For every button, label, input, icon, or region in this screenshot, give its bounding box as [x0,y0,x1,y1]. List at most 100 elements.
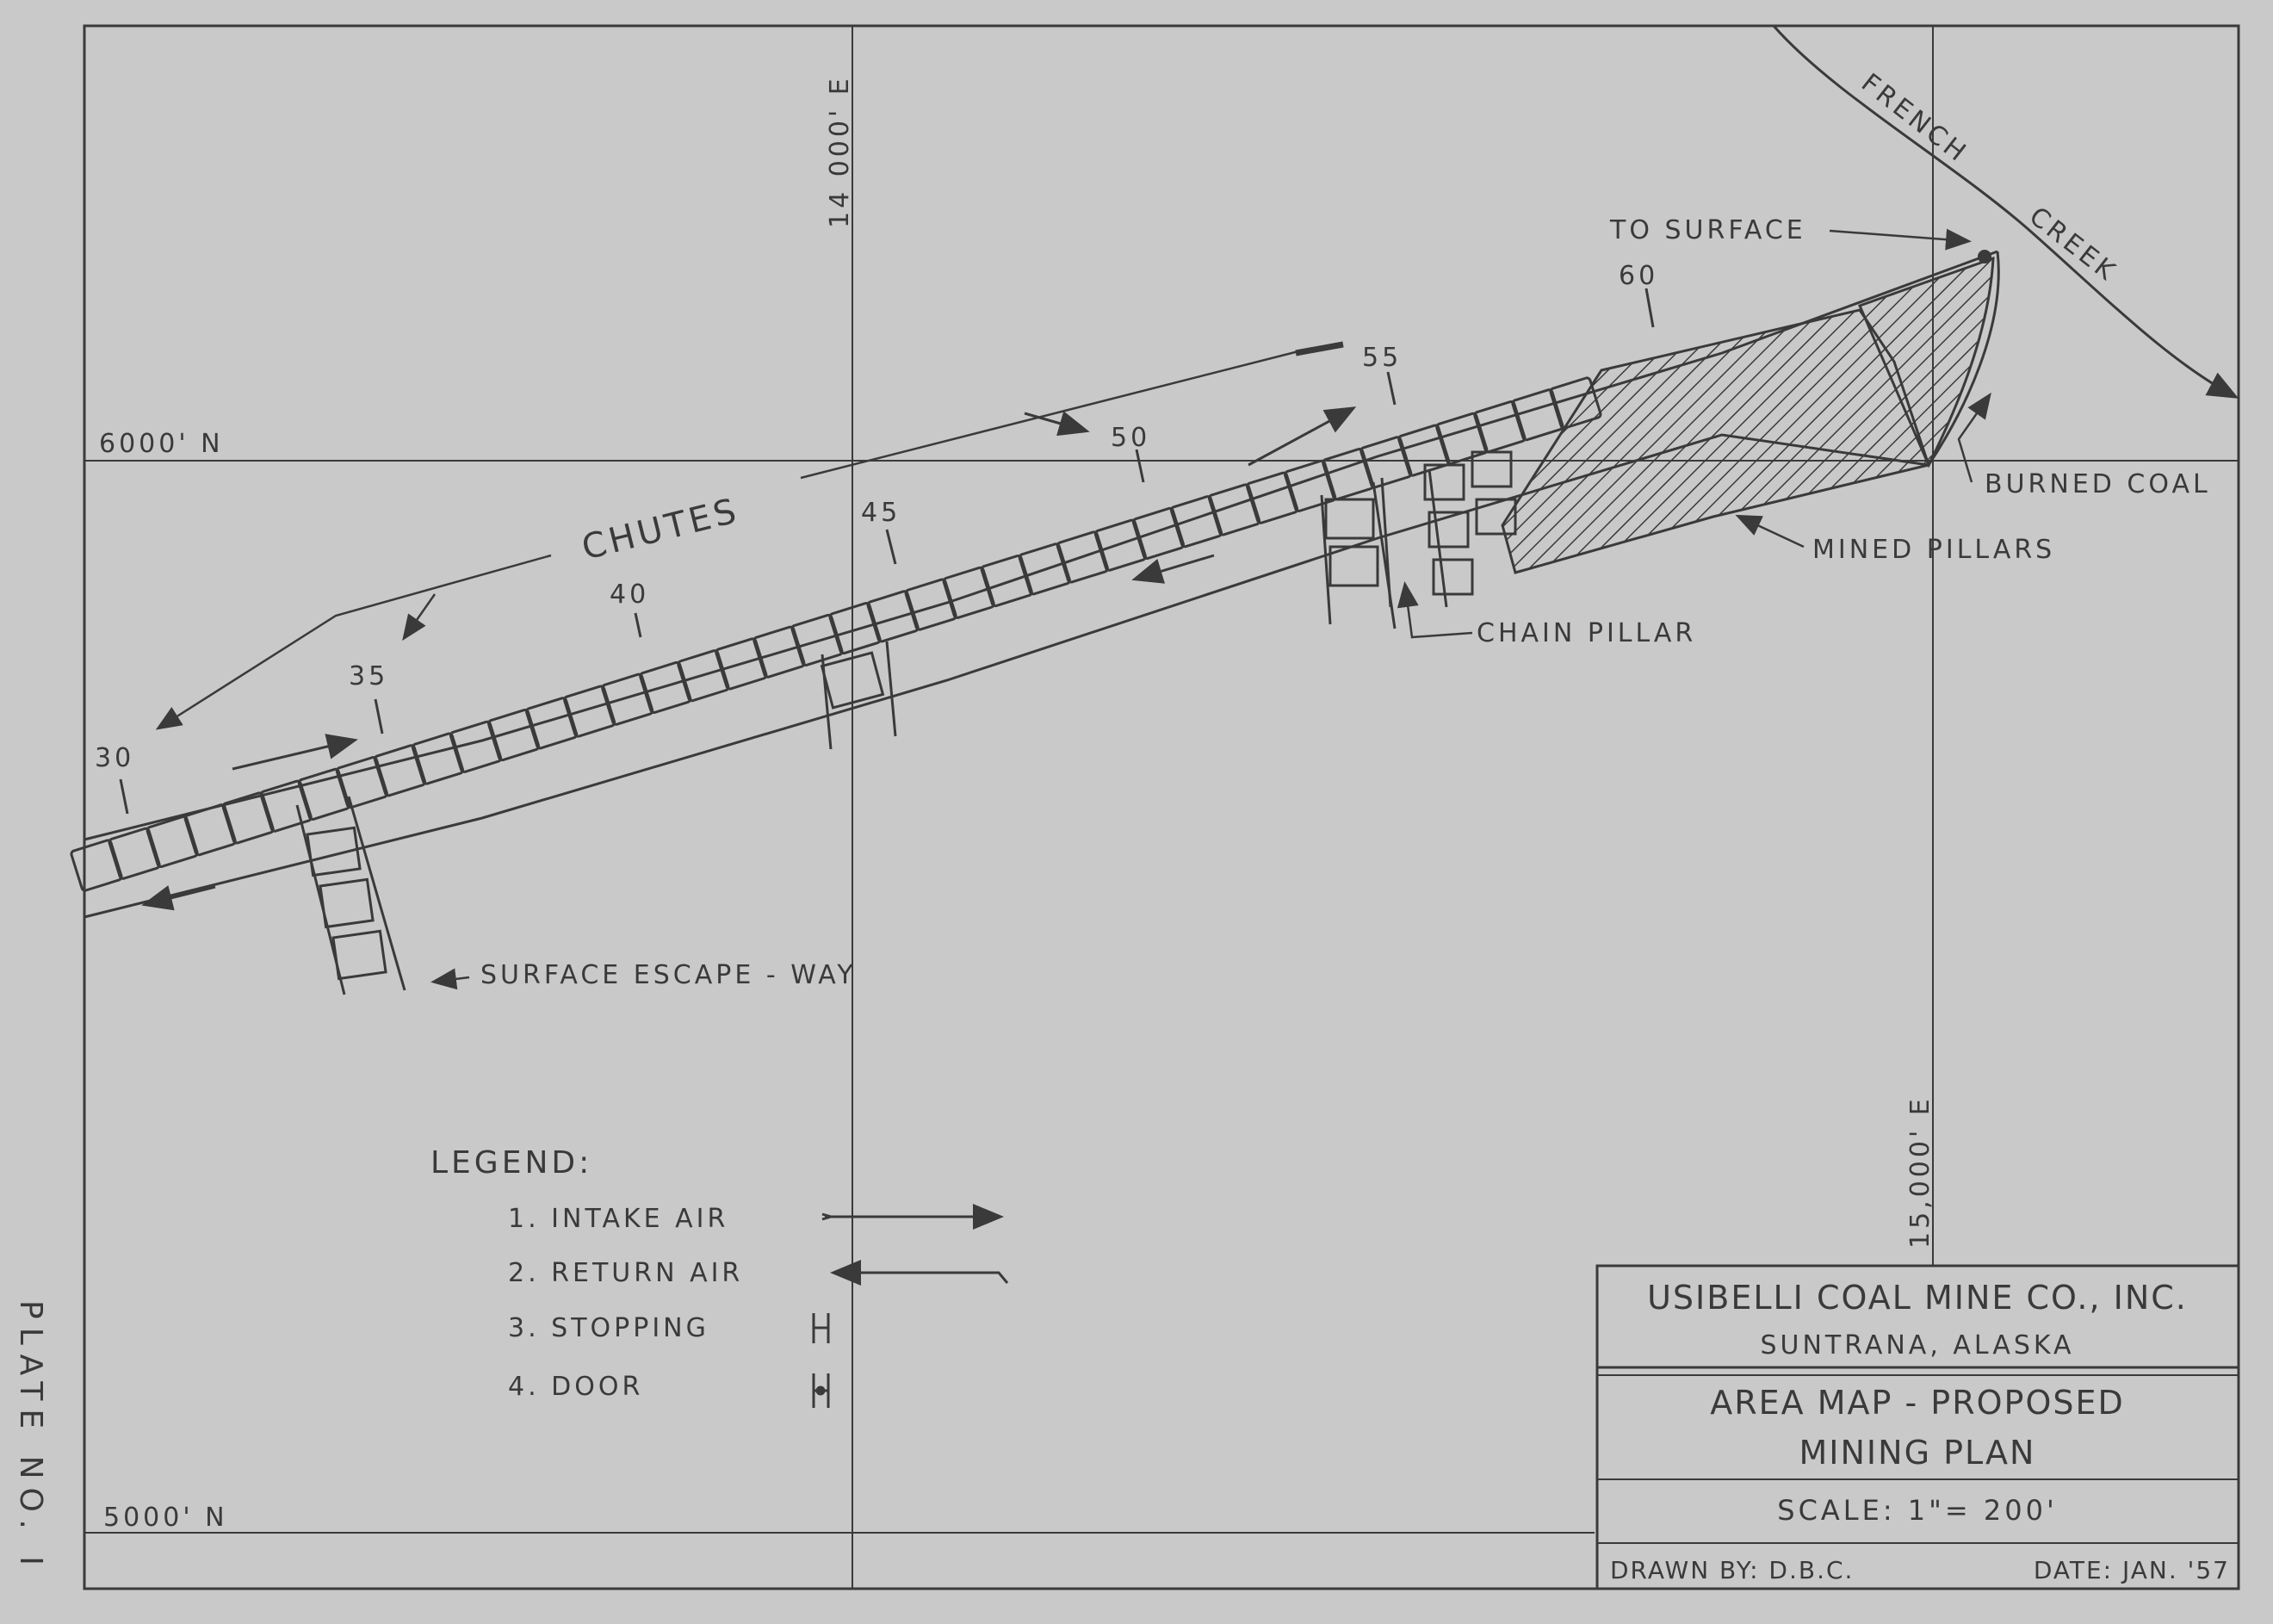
legend-title: LEGEND: [430,1145,592,1181]
chute-label-35: 35 [349,661,388,691]
grid-label-14000e: 14 000' E [825,75,855,228]
burned-coal-label: BURNED COAL [1985,469,2211,499]
chute-label-30: 30 [95,743,134,773]
escape-way-leader [430,968,470,990]
chain-pillar-leader [1397,581,1473,639]
escape-pillar-3 [331,929,387,981]
coal-pillar [753,625,806,679]
coal-pillar [639,660,692,715]
coal-pillar [1246,471,1299,524]
legend: LEGEND: 1. INTAKE AIR 2. RETURN AIR 3. S… [430,1145,1007,1408]
chute-label-45: 45 [861,498,901,528]
mined-pillars-area [1501,308,1930,574]
coal-pillar [1511,388,1564,442]
coal-pillar [411,732,465,785]
coal-pillar [335,756,388,809]
return-arrow-2 [1131,554,1215,584]
inner-pillar-5 [1475,498,1517,536]
coal-pillar [1093,518,1147,572]
legend-item-door: 4. DOOR [508,1372,643,1402]
title-block-frame [1595,1264,2240,1590]
chutes-leaders [155,347,1310,730]
pillar-row [70,376,1602,892]
mined-pillars-label: MINED PILLARS [1812,535,2055,565]
coal-pillar [828,602,882,655]
return-air-arrow-icon [830,1260,1009,1286]
chute-tick-45 [885,529,897,565]
chain-pillar-entry [1372,468,1448,629]
grid-label-15000e: 15,000' E [1905,1095,1935,1249]
title-line-1: AREA MAP - PROPOSED [1710,1384,2125,1422]
grid-label-5000n: 5000' N [103,1503,228,1533]
title-company: USIBELLI COAL MINE CO., INC. [1647,1279,2188,1317]
coal-pillar [1169,495,1223,549]
title-drawn-by: DRAWN BY: D.B.C. [1610,1556,1854,1584]
chute-tick-60 [1644,288,1655,328]
chute-markers [119,288,1655,815]
inner-pillar-1 [1423,463,1465,501]
chute-label-60: 60 [1619,261,1658,291]
intake-arrow-3 [1248,406,1357,467]
coal-pillar [1207,483,1261,536]
intake-arrow-2 [1024,411,1090,437]
coal-pillar [1131,506,1185,561]
chute-tick-40 [634,612,642,638]
coal-pillar [183,803,237,857]
french-creek [1772,25,2239,399]
map-border [83,24,2240,1590]
title-line-2: MINING PLAN [1799,1434,2036,1472]
coal-pillar [980,554,1033,608]
escape-pillar-1 [306,826,362,877]
chute-tick-35 [374,698,384,735]
chute-tick-55 [1386,371,1397,406]
title-location: SUNTRANA, ALASKA [1760,1330,2074,1361]
intake-arrow-1 [232,734,358,771]
chutes-label: CHUTES [578,491,743,568]
coal-pillar [1322,448,1375,501]
to-surface-leader [1829,228,1972,251]
main-entry-face [1927,251,2000,466]
crosscut-55-pillar-1 [1324,498,1375,540]
coal-pillar [259,779,313,833]
coal-pillar [601,673,654,726]
legend-item-stopping: 3. STOPPING [508,1313,709,1343]
crosscut-45-pillar [820,651,885,710]
french-creek-label-1: FRENCH [1855,68,1973,170]
inner-pillar-3 [1432,558,1474,596]
feature-leaders [430,228,1991,990]
title-scale: SCALE: 1"= 200' [1777,1494,2057,1527]
chutes-leader-left [155,554,552,730]
chute-tick-30 [119,778,129,815]
crosscut-55-pillar-2 [1328,545,1379,587]
airflow-arrows [141,341,1357,911]
escape-pillar-2 [319,877,375,929]
coal-pillar [677,649,730,703]
coal-pillar [866,590,920,643]
chutes-leader-right [800,347,1310,480]
chute-tick-50 [1135,449,1145,483]
title-date: DATE: JAN. '57 [2034,1556,2230,1584]
burned-coal-area [1857,256,1995,468]
escape-way-label: SURFACE ESCAPE - WAY [480,960,857,990]
legend-item-intake: 1. INTAKE AIR [508,1204,728,1234]
burned-coal-leader [1957,392,1991,483]
title-block: USIBELLI COAL MINE CO., INC. SUNTRANA, A… [1595,1264,2240,1590]
coal-pillar [525,697,579,750]
inner-pillar-2 [1428,511,1470,549]
coal-pillar [1056,530,1109,584]
coal-pillar [108,827,161,880]
coal-pillar [1284,459,1337,512]
legend-item-return: 2. RETURN AIR [508,1258,743,1288]
side-entries [295,450,1517,995]
coal-pillar [70,839,123,892]
escape-way-entry [295,796,406,995]
to-surface-portal [1978,250,1991,263]
coal-pillar [1473,400,1527,454]
coal-pillar [942,566,995,619]
intake-air-arrow-icon [821,1214,999,1219]
grid-label-6000n: 6000' N [99,429,224,459]
coal-pillar [1359,436,1413,489]
coal-pillar [1018,542,1071,596]
plate-number: PLATE NO. I [13,1300,48,1574]
